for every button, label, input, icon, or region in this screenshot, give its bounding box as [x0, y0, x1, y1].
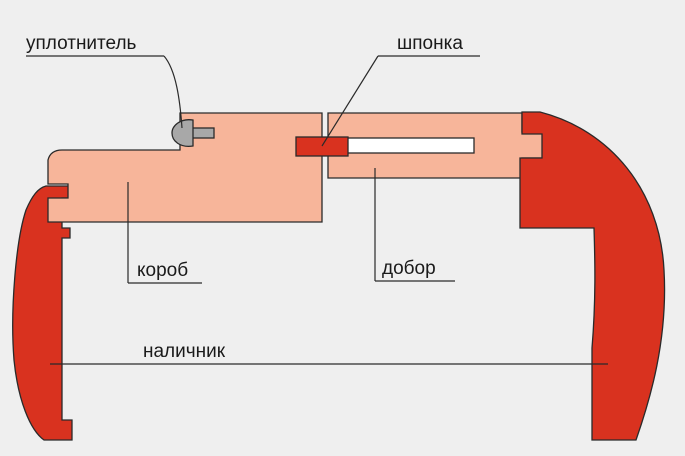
- tongue-piece: [295, 136, 349, 157]
- right-casing-piece: [519, 111, 666, 441]
- seal-leader-line: [163, 55, 183, 129]
- tongue-leader-line: [321, 55, 379, 147]
- extension-label: добор: [382, 258, 436, 279]
- tongue-label: шпонка: [397, 33, 463, 54]
- extension-piece: [327, 112, 545, 179]
- left-casing-piece: [12, 185, 73, 441]
- casing-label: наличник: [143, 341, 226, 362]
- leader-lines: [26, 55, 608, 365]
- frame-label: короб: [137, 260, 188, 281]
- frame-box-piece: [47, 112, 323, 223]
- seal-piece: [171, 119, 215, 147]
- seal-label: уплотнитель: [26, 33, 137, 54]
- extension-slot: [345, 137, 475, 154]
